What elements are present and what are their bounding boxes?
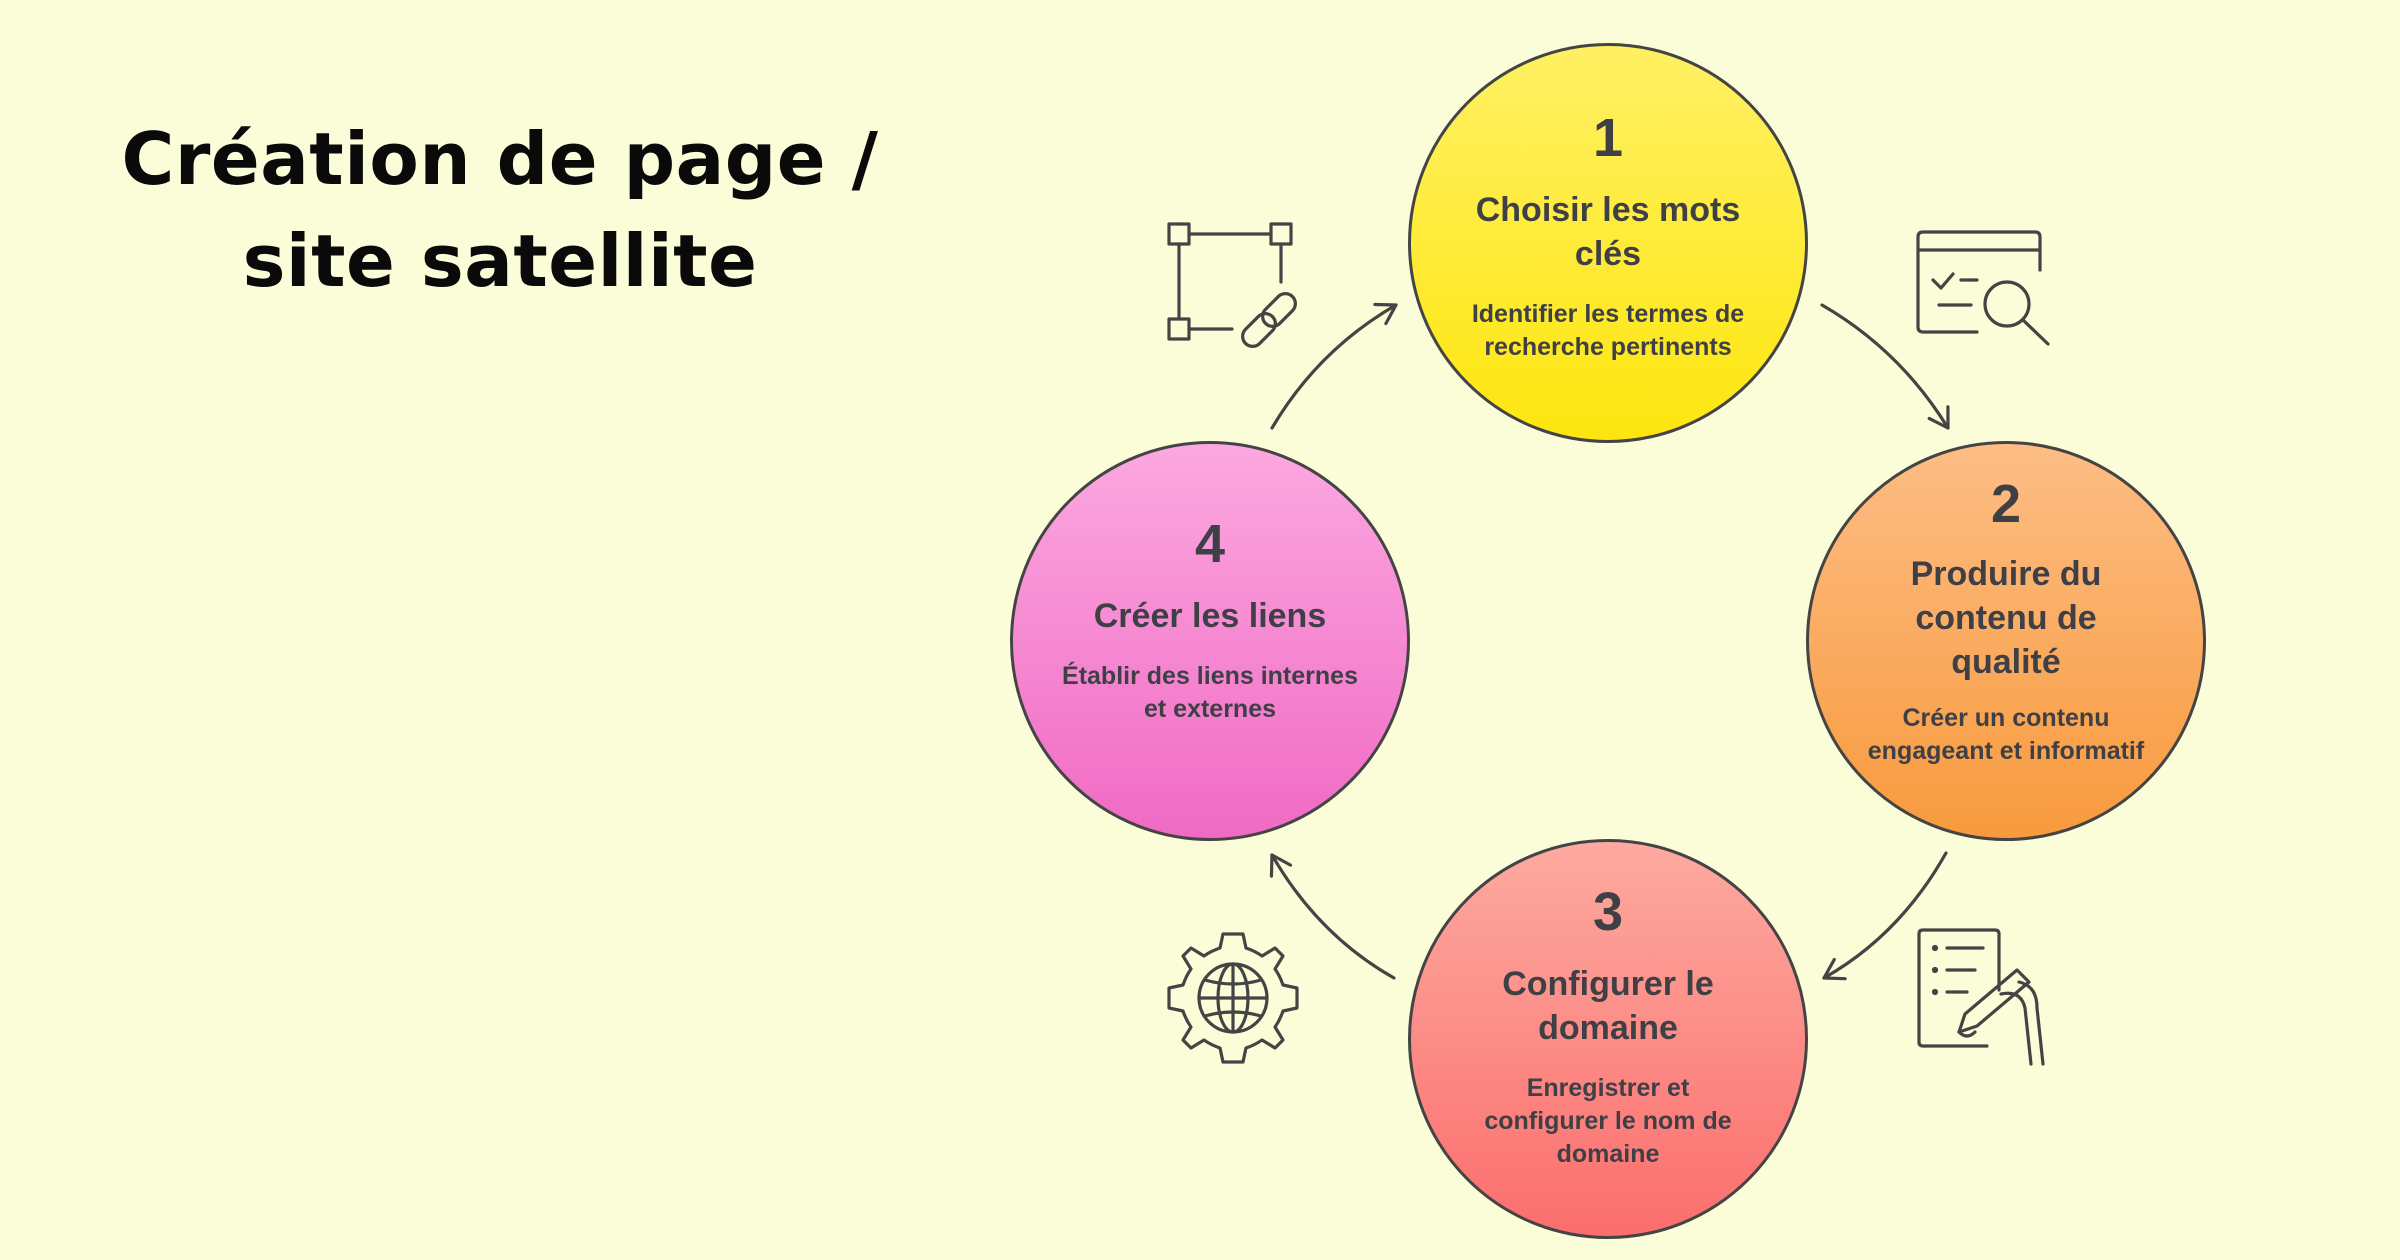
content-writing-icon [1917, 928, 2045, 1066]
step-number: 2 [1990, 474, 2022, 534]
step-description: Créer un contenu engageant et informatif [1867, 704, 2145, 765]
title-line-1: Création de page / [121, 117, 879, 201]
link-network-icon [1167, 222, 1297, 348]
arrow-4-to-1 [1270, 302, 1398, 430]
page-title: Création de page / site satellite [100, 108, 900, 312]
step-label: Créer les liens [1093, 597, 1327, 635]
step-number: 4 [1194, 514, 1226, 574]
step-number: 3 [1592, 882, 1624, 942]
globe-gear-icon [1167, 932, 1299, 1064]
keyword-search-icon [1916, 230, 2050, 346]
step-description: Identifier les termes de recherche perti… [1471, 300, 1745, 361]
step-label: Produire du contenu de qualité [1910, 555, 2102, 681]
step-2-produce-content: 2 Produire du contenu de qualité Créer u… [1806, 441, 2206, 841]
arrow-1-to-2 [1820, 303, 1950, 430]
step-number: 1 [1592, 108, 1624, 168]
step-label: Choisir les mots clés [1475, 191, 1741, 273]
step-description: Enregistrer et configurer le nom de doma… [1484, 1074, 1732, 1168]
step-1-choose-keywords: 1 Choisir les mots clés Identifier les t… [1408, 43, 1808, 443]
arrow-2-to-3 [1822, 851, 1948, 981]
arrow-3-to-4 [1269, 853, 1396, 980]
step-3-configure-domain: 3 Configurer le domaine Enregistrer et c… [1408, 839, 1808, 1239]
step-description: Établir des liens internes et externes [1062, 662, 1358, 723]
step-label: Configurer le domaine [1502, 965, 1714, 1047]
title-line-2: site satellite [242, 219, 758, 303]
step-4-create-links: 4 Créer les liens Établir des liens inte… [1010, 441, 1410, 841]
